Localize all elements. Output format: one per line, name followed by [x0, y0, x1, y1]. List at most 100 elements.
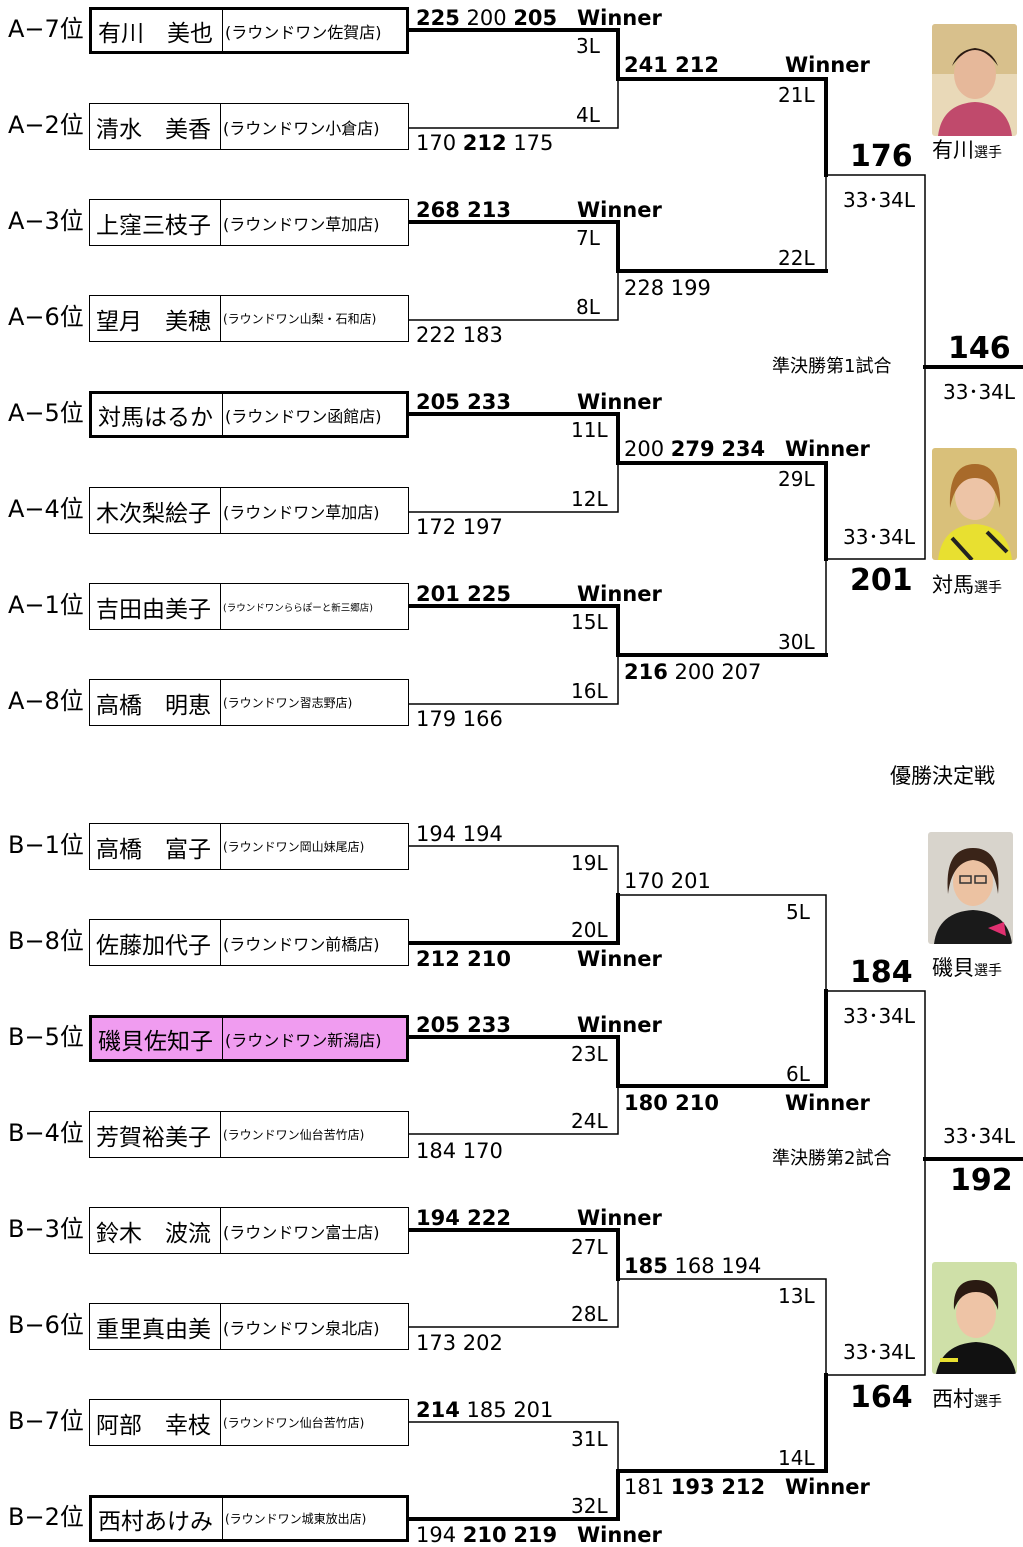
lane-label: 29L	[778, 467, 815, 491]
winner-label: Winner	[785, 1475, 870, 1499]
player-entry: 吉田由美子(ラウンドワンららぽーと新三郷店)	[89, 583, 409, 630]
seed-label: A−2位	[8, 111, 84, 139]
score-bq1: 170 201	[624, 869, 711, 893]
lane-label: 14L	[778, 1446, 815, 1470]
seed-label: B−7位	[8, 1407, 84, 1435]
player-shop: (ラウンドワン佐賀店)	[225, 22, 382, 42]
player-entry: 磯貝佐知子(ラウンドワン新潟店)	[89, 1015, 409, 1062]
score-bq3: 185 168 194	[624, 1254, 762, 1278]
player-name: 高橋 富子	[90, 824, 221, 869]
winner-label: Winner	[577, 947, 662, 971]
player-name: 佐藤加代子	[90, 920, 221, 965]
score-aq1: 241 212	[624, 53, 719, 77]
player-shop: (ラウンドワン函館店)	[225, 406, 382, 426]
lane-label: 33･34L	[843, 1340, 916, 1364]
player-entry: 上窪三枝子(ラウンドワン草加店)	[89, 199, 409, 246]
lane-label: 5L	[786, 900, 810, 924]
seed-label: B−4位	[8, 1119, 84, 1147]
player-entry: 高橋 明恵(ラウンドワン習志野店)	[89, 679, 409, 726]
player-name: 上窪三枝子	[90, 200, 221, 245]
player-entry: 佐藤加代子(ラウンドワン前橋店)	[89, 919, 409, 966]
score-a3: 268 213	[416, 198, 511, 222]
score-bq4: 181 193 212	[624, 1475, 766, 1499]
final-a-lane: 33･34L	[943, 380, 1016, 404]
player-shop: (ラウンドワン新潟店)	[225, 1030, 382, 1050]
player-shop: (ラウンドワン小倉店)	[223, 118, 380, 138]
player-name: 有川 美也	[92, 10, 223, 51]
score-b7: 214 185 201	[416, 1398, 554, 1422]
lane-label: 4L	[576, 103, 600, 127]
semi-b-bottom-score: 164	[850, 1380, 913, 1415]
lane-label: 21L	[778, 83, 815, 107]
score-b4: 184 170	[416, 1139, 503, 1163]
winner-label: Winner	[577, 6, 662, 30]
score-b8: 194 210 219	[416, 1523, 558, 1547]
seed-label: B−8位	[8, 927, 84, 955]
lane-label: 8L	[576, 295, 600, 319]
score-b1: 194 194	[416, 822, 503, 846]
player-shop: (ラウンドワン習志野店)	[223, 696, 353, 710]
player-name: 磯貝佐知子	[92, 1018, 223, 1059]
player-photo-nishimura	[932, 1262, 1017, 1374]
seed-label: B−6位	[8, 1311, 84, 1339]
final-label: 優勝決定戦	[890, 764, 995, 788]
score-a5: 205 233	[416, 390, 511, 414]
player-shop: (ラウンドワン富士店)	[223, 1222, 380, 1242]
score-b3: 205 233	[416, 1013, 511, 1037]
lane-label: 32L	[571, 1494, 608, 1518]
player-entry: 阿部 幸枝(ラウンドワン仙台苦竹店)	[89, 1399, 409, 1446]
player-name: 清水 美香	[90, 104, 221, 149]
player-photo-arikawa	[932, 24, 1017, 136]
lane-label: 28L	[571, 1302, 608, 1326]
semi-2-label: 準決勝第2試合	[772, 1148, 892, 1169]
lane-label: 33･34L	[843, 525, 916, 549]
photo-caption-arikawa: 有川選手	[932, 138, 1002, 162]
seed-label: B−1位	[8, 831, 84, 859]
score-a4: 222 183	[416, 323, 503, 347]
player-photo-tsushima	[932, 448, 1017, 560]
score-b2: 212 210	[416, 947, 511, 971]
lane-label: 16L	[571, 679, 608, 703]
player-entry: 有川 美也(ラウンドワン佐賀店)	[89, 7, 409, 54]
photo-caption-nishimura: 西村選手	[932, 1387, 1002, 1411]
player-entry: 鈴木 波流(ラウンドワン富士店)	[89, 1207, 409, 1254]
seed-label: A−7位	[8, 15, 84, 43]
semi-1-label: 準決勝第1試合	[772, 356, 892, 377]
seed-label: A−8位	[8, 687, 84, 715]
player-shop: (ラウンドワン泉北店)	[223, 1318, 380, 1338]
player-shop: (ラウンドワンららぽーと新三郷店)	[223, 602, 373, 614]
player-entry: 西村あけみ(ラウンドワン城東放出店)	[89, 1495, 409, 1542]
score-a7: 201 225	[416, 582, 511, 606]
player-shop: (ラウンドワン仙台苦竹店)	[223, 1128, 365, 1142]
player-name: 阿部 幸枝	[90, 1400, 221, 1445]
player-name: 木次梨絵子	[90, 488, 221, 533]
lane-label: 23L	[571, 1042, 608, 1066]
lane-label: 33･34L	[843, 188, 916, 212]
seed-label: A−3位	[8, 207, 84, 235]
lane-label: 11L	[571, 418, 608, 442]
final-b-lane: 33･34L	[943, 1124, 1016, 1148]
player-entry: 高橋 富子(ラウンドワン岡山妹尾店)	[89, 823, 409, 870]
seed-label: A−5位	[8, 399, 84, 427]
seed-label: B−5位	[8, 1023, 84, 1051]
score-a8: 179 166	[416, 707, 503, 731]
lane-label: 15L	[571, 610, 608, 634]
player-shop: (ラウンドワン草加店)	[223, 214, 380, 234]
lane-label: 20L	[571, 918, 608, 942]
lane-label: 3L	[576, 34, 600, 58]
seed-label: A−1位	[8, 591, 84, 619]
player-entry: 木次梨絵子(ラウンドワン草加店)	[89, 487, 409, 534]
lane-label: 24L	[571, 1109, 608, 1133]
seed-label: A−4位	[8, 495, 84, 523]
player-photo-isogai	[928, 832, 1013, 944]
lane-label: 30L	[778, 630, 815, 654]
lane-label: 7L	[576, 226, 600, 250]
player-name: 対馬はるか	[92, 394, 223, 435]
lane-label: 22L	[778, 246, 815, 270]
score-a2: 170 212 175	[416, 131, 554, 155]
player-entry: 望月 美穂(ラウンドワン山梨・石和店)	[89, 295, 409, 342]
score-a6: 172 197	[416, 515, 503, 539]
score-b5: 194 222	[416, 1206, 511, 1230]
player-shop: (ラウンドワン仙台苦竹店)	[223, 1416, 365, 1430]
player-entry: 清水 美香(ラウンドワン小倉店)	[89, 103, 409, 150]
